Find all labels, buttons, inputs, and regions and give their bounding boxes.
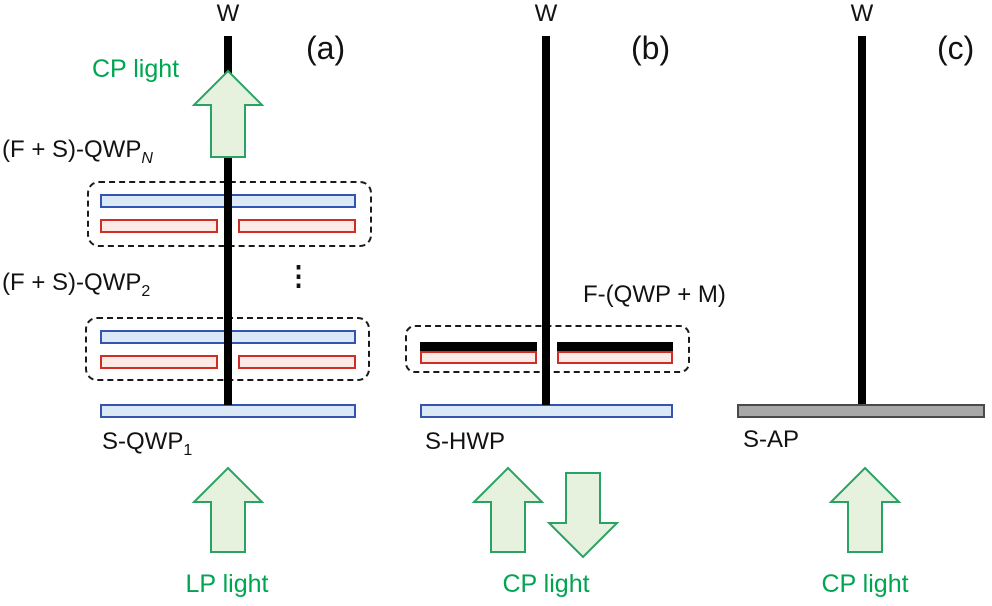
qwp-n-film-bar-left: [100, 219, 218, 233]
input-light-label-c: CP light: [821, 570, 909, 598]
up-arrow-icon-c: [828, 466, 902, 553]
s-qwp1-label-sub: 1: [183, 442, 193, 459]
output-light-label-a: CP light: [92, 55, 180, 83]
waveguide-label-c: W: [850, 0, 874, 27]
up-arrow-icon-input-a: [191, 466, 265, 553]
input-light-label-a: LP light: [185, 570, 269, 598]
s-hwp-bar: [420, 404, 673, 418]
qwp-n-label: (F + S)-QWPN: [2, 136, 153, 168]
stack-ellipsis: ⋮: [285, 261, 312, 291]
waveguide-label-a: W: [216, 0, 240, 27]
s-hwp-label: S-HWP: [425, 428, 505, 455]
up-arrow-icon-b: [471, 466, 545, 553]
qwp-n-film-bar-right: [238, 219, 356, 233]
waveguide-line-a: [224, 36, 232, 405]
panel-letter-c: (c): [937, 30, 975, 66]
qwp-n-label-sub: N: [141, 150, 153, 167]
s-ap-bar: [737, 404, 985, 418]
panel-letter-b: (b): [631, 30, 671, 66]
s-qwp1-label-text: S-QWP: [102, 428, 184, 455]
film-bar-right-b: [557, 351, 673, 364]
up-arrow-icon-output-a: [191, 69, 265, 158]
qwp-2-label-sub: 2: [141, 283, 151, 300]
waveguide-label-b: W: [534, 0, 558, 27]
qwp-n-label-text: (F + S)-QWP: [2, 136, 142, 163]
waveguide-line-b: [542, 36, 550, 405]
qwp-2-film-bar-left: [100, 355, 218, 369]
s-ap-label: S-AP: [743, 426, 800, 453]
film-bar-left-b: [420, 351, 537, 364]
mirror-bar-right: [557, 342, 673, 351]
mirror-bar-left: [420, 342, 537, 351]
qwp-2-film-bar-right: [238, 355, 356, 369]
down-arrow-icon-b: [546, 472, 620, 559]
qwp-2-label: (F + S)-QWP2: [2, 269, 150, 301]
s-qwp1-label: S-QWP1: [102, 428, 192, 460]
input-light-label-b: CP light: [502, 570, 590, 598]
film-qwp-m-label: F-(QWP + M): [583, 281, 726, 308]
s-qwp1-bar: [100, 404, 356, 418]
qwp-2-label-text: (F + S)-QWP: [2, 269, 142, 296]
waveguide-line-c: [858, 36, 866, 404]
panel-letter-a: (a): [306, 30, 346, 66]
